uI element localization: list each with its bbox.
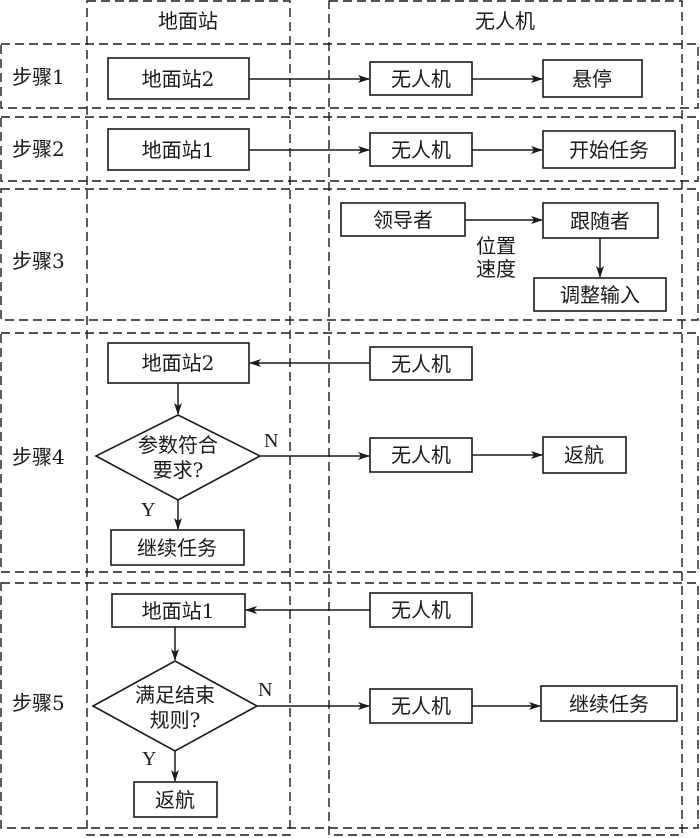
step-1-row <box>0 43 699 109</box>
step-4-ground-node[interactable] <box>107 342 250 384</box>
step-4-yes-label: Y <box>141 499 155 521</box>
step-4-flow: 地面站2 无人机 参数符合 要求? N Y 无人机 返航 继续任务 <box>94 342 627 566</box>
step-4-uav-source-node-label: 无人机 <box>391 352 451 376</box>
step-5-uav-no-node-label: 无人机 <box>391 694 451 718</box>
step-2-result-node[interactable] <box>542 130 676 169</box>
step-5-label: 步骤5 <box>12 691 65 715</box>
step-1-label: 步骤1 <box>12 65 65 89</box>
step-3-leader-node[interactable] <box>340 202 466 237</box>
step-5-no-label: N <box>258 679 272 701</box>
step-5-return-node-label: 返航 <box>155 788 195 812</box>
step-4-decision-line2: 要求? <box>153 458 204 482</box>
step-3-edge-label-velocity: 速度 <box>476 257 516 281</box>
step-2-ground-node[interactable] <box>107 128 250 171</box>
step-3-edge-label-position: 位置 <box>476 234 516 258</box>
step-4-decision-line1: 参数符合 <box>138 433 218 457</box>
step-4-continue-node[interactable] <box>110 529 245 566</box>
step-5-return-node[interactable] <box>133 781 218 818</box>
step-1-uav-node-label: 无人机 <box>391 67 451 91</box>
step-3-adjust-node-label: 调整输入 <box>560 283 640 307</box>
step-4-continue-node-label: 继续任务 <box>137 536 217 560</box>
lane-uav <box>328 0 683 836</box>
step-4-row <box>0 332 699 573</box>
step-5-continue-node[interactable] <box>540 685 678 722</box>
step-5-ground-node-label: 地面站1 <box>142 599 215 623</box>
step-2-row <box>0 116 699 182</box>
step-5-continue-node-label: 继续任务 <box>569 692 649 716</box>
step-3-adjust-node[interactable] <box>533 277 667 312</box>
step-2-uav-node-label: 无人机 <box>391 138 451 162</box>
step-2-flow: 地面站1 无人机 开始任务 <box>107 128 676 171</box>
step-5-flow: 地面站1 无人机 满足结束 规则? N Y 无人机 继续任务 返航 <box>91 592 678 818</box>
step-1-result-node-label: 悬停 <box>572 67 612 91</box>
step-2-ground-node-label: 地面站1 <box>142 138 215 162</box>
step-4-label: 步骤4 <box>12 445 65 469</box>
step-3-follower-node-label: 跟随者 <box>570 209 630 233</box>
step-3-row <box>0 188 699 321</box>
lane-ground-station-title: 地面站 <box>158 9 218 33</box>
step-4-no-label: N <box>264 430 278 452</box>
step-5-decision-line2: 规则? <box>150 708 201 732</box>
step-4-uav-no-node-label: 无人机 <box>391 443 451 467</box>
step-3-leader-node-label: 领导者 <box>373 208 433 232</box>
step-1-ground-node-label: 地面站2 <box>142 67 215 91</box>
step-4-return-node-label: 返航 <box>564 443 604 467</box>
step-3-follower-node[interactable] <box>542 202 659 239</box>
step-5-ground-node[interactable] <box>111 593 246 628</box>
step-3-label: 步骤3 <box>12 249 65 273</box>
step-4-ground-node-label: 地面站2 <box>142 351 215 375</box>
step-5-uav-source-node[interactable] <box>369 592 473 628</box>
step-1-uav-node[interactable] <box>369 61 473 96</box>
step-4-uav-source-node[interactable] <box>369 346 473 381</box>
step-5-uav-source-node-label: 无人机 <box>391 598 451 622</box>
step-5-decision-line1: 满足结束 <box>135 683 215 707</box>
step-1-flow: 地面站2 无人机 悬停 <box>107 57 643 100</box>
step-5-row <box>0 582 699 829</box>
step-5-yes-label: Y <box>142 748 156 770</box>
lane-ground-station <box>86 0 291 836</box>
step-3-flow: 领导者 位置 速度 跟随者 调整输入 <box>340 202 667 312</box>
step-2-label: 步骤2 <box>12 137 65 161</box>
step-4-return-node[interactable] <box>542 436 627 474</box>
step-2-result-node-label: 开始任务 <box>569 138 649 162</box>
lane-uav-title: 无人机 <box>475 9 535 33</box>
step-1-result-node[interactable] <box>542 59 643 98</box>
